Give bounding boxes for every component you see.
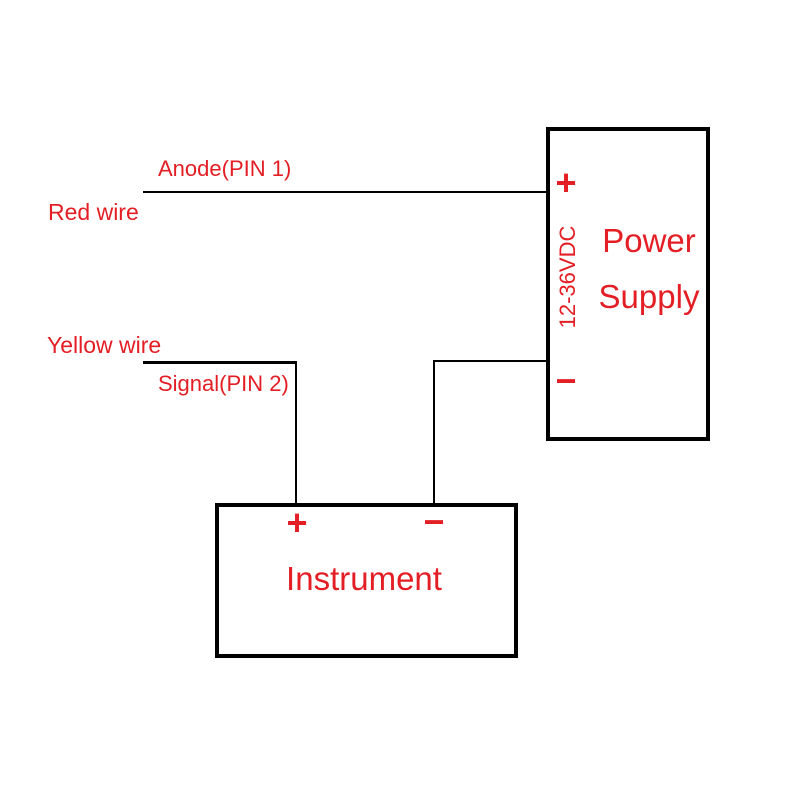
red-wire-line xyxy=(143,191,546,193)
power-supply-negative-terminal: − xyxy=(555,360,577,401)
negative-wire-horizontal-line xyxy=(434,360,546,362)
instrument-title: Instrument xyxy=(286,560,442,597)
red-wire-label: Red wire xyxy=(48,199,139,225)
yellow-wire-line xyxy=(143,361,297,364)
instrument-negative-terminal: − xyxy=(423,501,445,542)
anode-pin-label: Anode(PIN 1) xyxy=(158,156,292,181)
negative-wire-vertical-line xyxy=(433,360,435,503)
signal-wire-vertical-line xyxy=(295,361,297,503)
power-supply-box xyxy=(546,127,710,441)
signal-pin-label: Signal(PIN 2) xyxy=(158,371,289,396)
instrument-box xyxy=(215,503,518,658)
instrument-positive-terminal: + xyxy=(286,502,308,543)
power-supply-voltage-label: 12-36VDC xyxy=(555,225,580,329)
power-supply-title: Power Supply xyxy=(598,222,700,315)
power-supply-positive-terminal: + xyxy=(555,162,577,203)
yellow-wire-label: Yellow wire xyxy=(47,332,162,358)
